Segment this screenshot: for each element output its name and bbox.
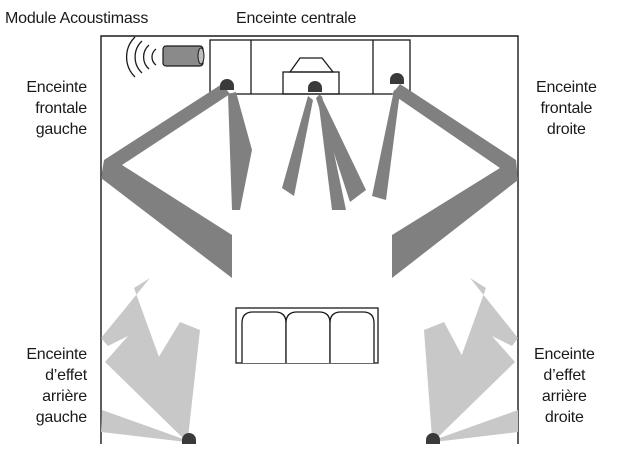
speaker-rear-right-icon bbox=[426, 433, 440, 444]
rear-sound-beams bbox=[101, 278, 518, 442]
speaker-center-icon bbox=[308, 81, 322, 92]
sofa-icon bbox=[235, 307, 379, 364]
beam-front-left-wide bbox=[101, 84, 232, 278]
room-outline bbox=[100, 35, 519, 444]
acoustimass-module-icon bbox=[162, 45, 205, 67]
center-speaker-label: Enceinte centrale bbox=[236, 10, 357, 27]
entertainment-unit bbox=[209, 39, 411, 95]
beam-rear-right-mid bbox=[424, 322, 474, 440]
beam-rear-left-low bbox=[101, 410, 186, 442]
speaker-front-left-icon bbox=[220, 79, 234, 90]
beam-front-left-down bbox=[228, 92, 252, 210]
beam-center-left bbox=[282, 96, 313, 196]
speaker-rear-left-icon bbox=[182, 433, 196, 444]
beam-front-right-wide bbox=[392, 84, 518, 278]
beam-center-right bbox=[316, 94, 366, 202]
front-left-speaker-label: Enceinte frontale gauche bbox=[26, 79, 87, 138]
beam-front-right-down bbox=[372, 90, 400, 200]
sound-waves-icon bbox=[126, 36, 157, 78]
acoustimass-module-label: Module Acoustimass bbox=[5, 10, 149, 27]
front-sound-beams bbox=[101, 84, 518, 278]
beam-rear-left-mid bbox=[146, 322, 200, 440]
front-right-speaker-label: Enceinte frontale droite bbox=[536, 79, 597, 138]
rear-left-speaker-label: Enceinte d’effet arrière gauche bbox=[26, 346, 87, 426]
rear-right-speaker-label: Enceinte d’effet arrière droite bbox=[534, 346, 595, 426]
beam-rear-right-low bbox=[434, 410, 518, 442]
speaker-front-right-icon bbox=[390, 73, 404, 84]
